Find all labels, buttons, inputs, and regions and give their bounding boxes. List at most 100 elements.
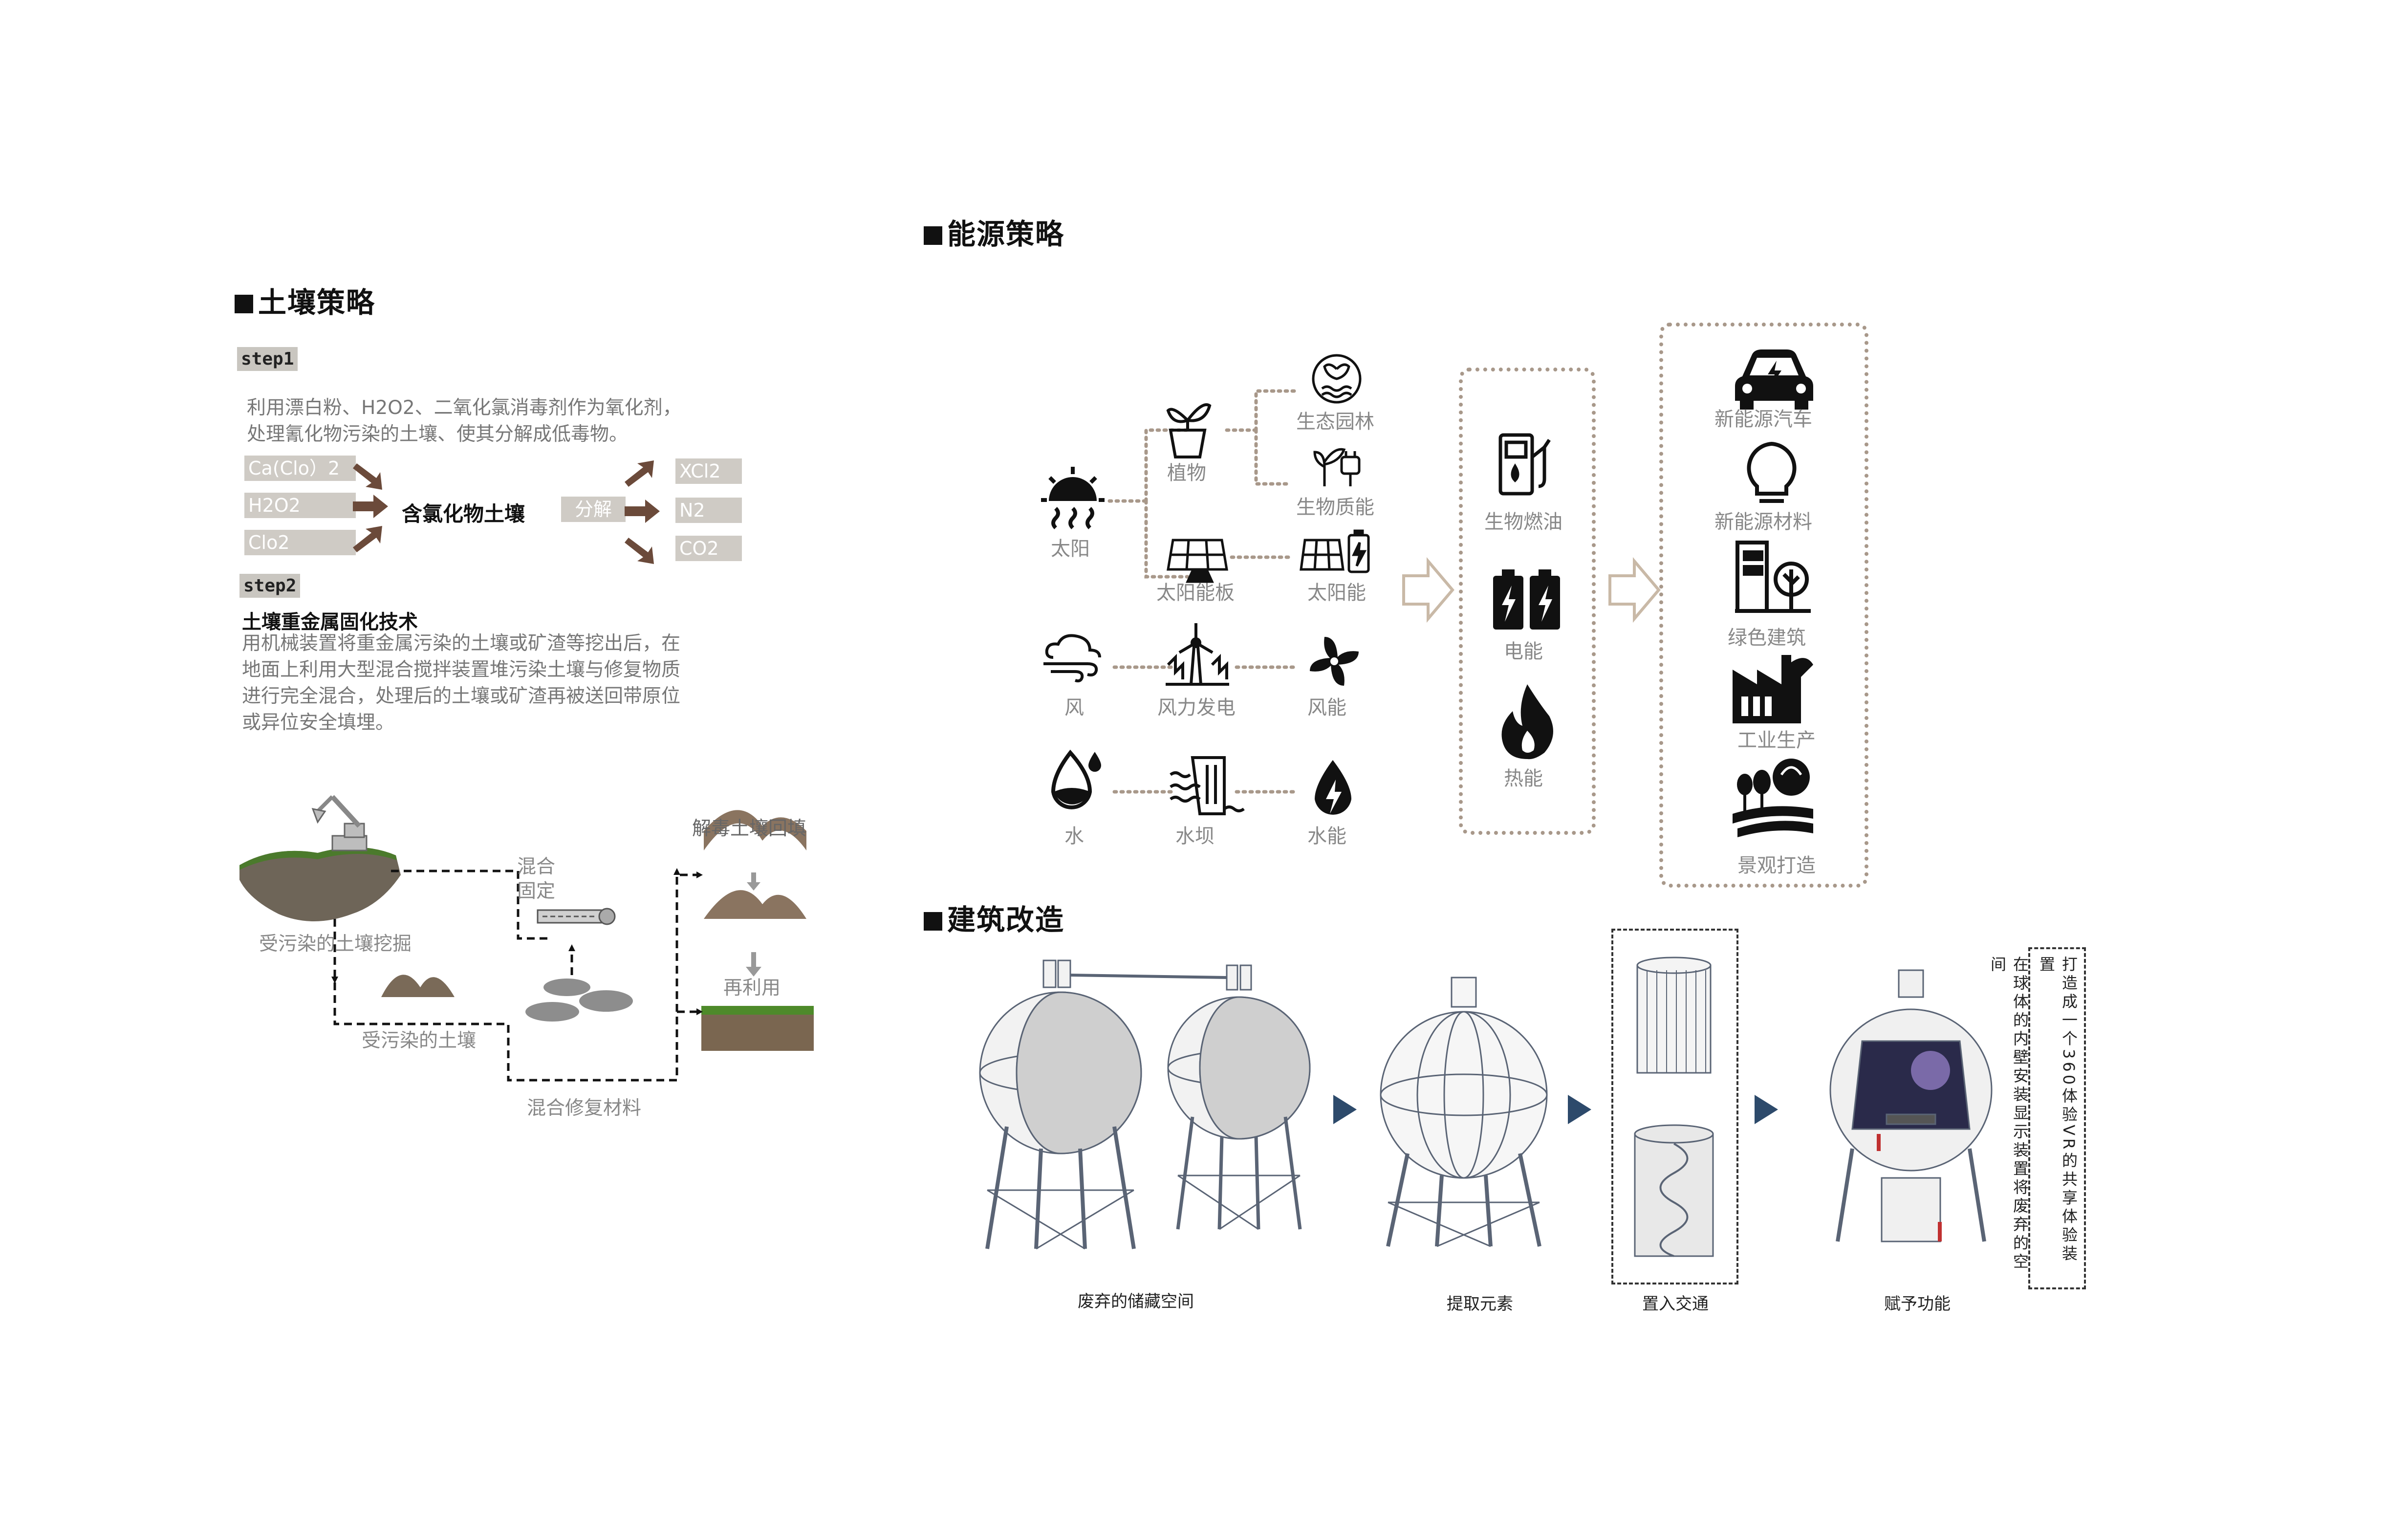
spiral-stair-illustration [1634,1124,1714,1257]
solar-panel-icon [1167,539,1228,583]
heat-energy-label: 热能 [1504,767,1543,790]
battery-icon [1493,569,1560,630]
step2-line-2: 地面上利用大型混合搅拌装置堆污染土壤与修复物质 [242,659,681,681]
light-bulb-icon [1747,441,1797,503]
reagent-h2o2: H2O2 [244,493,356,518]
biomass-label: 生物质能 [1296,496,1374,519]
excavator-icon [311,795,368,851]
plant-pot-icon [1166,403,1212,458]
tank-left [979,959,1142,1250]
flow-line-to-contaminated [333,873,696,1082]
step2-badge: step2 [239,574,301,598]
vr-note-col2: 在球体的内壁安装显示装置将废弃的空间 [1988,956,2029,1272]
excavation-label: 受污染的土壤挖掘 [259,933,412,955]
flow-line-to-mix [391,870,552,940]
reagent-ca-clo2: Ca(Clo）2 [244,456,356,481]
building-section-title: 建筑改造 [924,897,1064,938]
arrowhead-icon [673,868,680,875]
biomass-plug-icon [1313,448,1361,486]
energy-middle-box [1459,368,1596,835]
step-function-label: 赋予功能 [1884,1294,1951,1314]
eco-garden-icon [1312,354,1362,404]
new-material-label: 新能源材料 [1714,511,1812,533]
ev-car-icon [1735,349,1813,410]
reagent-arrows [353,463,388,552]
energy-outputs-box [1659,323,1868,888]
step1-description: 利用漂白粉、H2O2、二氧化氯消毒剂作为氧化剂， 处理氰化物污染的土壤、使其分解… [247,395,784,448]
arrow-down-right-icon [353,463,382,490]
down-arrow-icon [746,952,761,977]
excavation-soil-illustration [239,795,401,921]
arrow-down-right-icon [625,538,654,564]
sun-label: 太阳 [1051,538,1090,560]
dam-label: 水坝 [1175,825,1215,848]
step2-description: 用机械装置将重金属污染的土壤或矿渣等挖出后，在 地面上利用大型混合搅拌装置堆污染… [242,631,780,736]
hydro-drop-icon [1315,760,1351,815]
materials-label: 混合修复材料 [527,1097,642,1119]
arrow-right-icon [353,495,388,518]
step-arrow-icon [1755,1095,1778,1124]
title-square-marker [924,912,942,931]
arrow-up-right-icon [353,526,382,552]
step-abandoned-label: 废弃的储藏空间 [1078,1292,1194,1311]
fix-label: 固定 [517,880,556,902]
landscape-icon [1733,759,1813,837]
soil-remediation-diagram [239,795,814,1082]
solar-panel-label: 太阳能板 [1156,582,1235,604]
extracted-sphere-illustration [1380,977,1548,1247]
chlorinated-soil-label: 含氯化物土壤 [402,502,525,526]
wind-power-icon [1166,623,1229,686]
wind-cloud-icon [1043,634,1101,683]
soil-section-title: 土壤策略 [235,280,375,321]
reuse-label: 再利用 [723,977,781,999]
step1-badge: step1 [237,347,298,371]
arrowhead-icon [568,944,575,951]
wind-power-label: 风力发电 [1157,696,1236,719]
arrowhead-icon [331,977,338,983]
step-arrow-icon [1333,1095,1357,1124]
step-extract-label: 提取元素 [1447,1294,1513,1314]
plant-label: 植物 [1167,462,1206,484]
vr-note-box: 打造成一个360体验VR的共享体验装置 在球体的内壁安装显示装置将废弃的空间 [1988,947,2086,1289]
step1-line-2: 处理氰化物污染的土壤、使其分解成低毒物。 [247,423,629,445]
mix-label: 混合 [517,856,556,878]
electric-energy-label: 电能 [1504,640,1543,663]
cylinder-illustration [1636,957,1712,1074]
contaminated-soil-mounds [381,975,455,997]
fan-icon [1310,637,1359,686]
sun-icon [1041,467,1105,529]
reuse-soil-illustration [701,1006,814,1051]
step-traffic-label: 置入交通 [1642,1294,1709,1314]
eco-garden-label: 生态园林 [1296,411,1374,433]
traffic-insert-box [1611,929,1738,1284]
wind-label: 风 [1064,696,1084,719]
dam-icon [1170,756,1245,815]
water-drop-icon [1051,749,1102,809]
wind-energy-label: 风能 [1307,696,1346,719]
tank-right [1167,964,1311,1230]
landscape-label: 景观打造 [1737,854,1816,877]
step2-line-4: 或异位安全填埋。 [242,712,395,734]
step2-heading: 土壤重金属固化技术 [242,611,418,633]
energy-section-title: 能源策略 [924,211,1064,252]
title-square-marker [235,295,253,313]
contaminated-soil-label: 受污染的土壤 [362,1030,477,1052]
flame-icon [1501,684,1553,760]
abandoned-tanks-illustration [979,959,1311,1250]
detoxified-soil-illustration [704,810,806,919]
step-arrow-icon [1568,1095,1591,1124]
solar-energy-label: 太阳能 [1307,582,1366,604]
green-building-label: 绿色建筑 [1728,627,1806,649]
industry-label: 工业生产 [1737,729,1816,752]
factory-icon [1733,655,1813,723]
down-arrow-icon [747,872,760,891]
step2-line-1: 用机械装置将重金属污染的土壤或矿渣等挖出后，在 [242,632,681,654]
step2-line-3: 进行完全混合，处理后的土壤或矿渣再被送回带原位 [242,685,681,707]
arrow-right-icon [625,500,660,523]
arrow-to-middle-icon [1402,557,1454,623]
title-square-marker [924,226,942,245]
product-xcl2: XCl2 [675,458,742,484]
remediation-material-piles [525,979,633,1022]
decompose-label: 分解 [561,497,626,522]
arrow-up-right-icon [625,460,654,487]
